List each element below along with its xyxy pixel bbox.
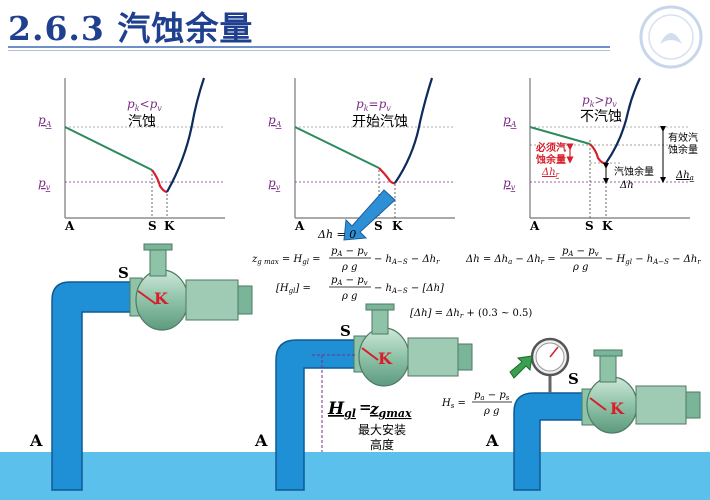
svg-text:ρ g: ρ g — [341, 262, 357, 273]
formulas: Δh = 0 zg max = Hgl = pA − pv ρ g − hA−S… — [251, 228, 701, 417]
formula-zgmax: zg max = Hgl = — [251, 254, 321, 266]
svg-text:蚀余量: 蚀余量 — [668, 143, 698, 156]
pointer-arrow-icon — [343, 189, 396, 241]
suction-pipe — [51, 281, 133, 491]
svg-text:A: A — [254, 431, 268, 450]
svg-text:有效汽: 有效汽 — [668, 131, 698, 144]
svg-text:A: A — [294, 219, 305, 233]
svg-text:=: = — [359, 398, 372, 416]
x-label-A: A — [64, 219, 75, 233]
hgl-label: Hgl — [327, 399, 356, 420]
page-title: 2.6.3 汽蚀余量 — [8, 9, 254, 48]
svg-text:pA: pA — [503, 113, 517, 129]
svg-text:pk=pv: pk=pv — [356, 97, 391, 113]
title-divider — [8, 46, 610, 48]
svg-text:必须汽: 必须汽 — [535, 141, 566, 154]
svg-text:S: S — [585, 219, 594, 233]
svg-text:Δha: Δha — [675, 170, 694, 182]
svg-text:pv: pv — [503, 176, 516, 192]
gauge-pointer-arrow-icon — [509, 355, 533, 379]
water-tank — [0, 452, 710, 500]
svg-text:K: K — [610, 399, 625, 418]
svg-text:A: A — [29, 431, 43, 450]
pA-label: pA — [38, 113, 52, 129]
svg-text:pa − ps: pa − ps — [474, 390, 510, 402]
svg-text:蚀余量: 蚀余量 — [535, 153, 566, 166]
svg-text:K: K — [378, 349, 393, 368]
svg-text:高度: 高度 — [370, 437, 394, 452]
svg-text:最大安装: 最大安装 — [358, 422, 406, 437]
svg-text:− Hgl − hA−S − Δhr: − Hgl − hA−S − Δhr — [605, 254, 701, 266]
svg-text:S: S — [118, 264, 129, 282]
scene-pump-3: S K A — [485, 337, 701, 491]
svg-text:Δh: Δh — [619, 180, 634, 191]
svg-text:pA − pv: pA − pv — [331, 246, 368, 258]
svg-text:pA: pA — [268, 113, 282, 129]
svg-text:不汽蚀: 不汽蚀 — [580, 109, 622, 125]
x-label-S: S — [148, 219, 157, 233]
svg-text:K: K — [602, 219, 613, 233]
chart-onset: pA pv pk=pv 开始汽蚀 A S K — [268, 77, 455, 241]
svg-text:汽蚀余量: 汽蚀余量 — [614, 165, 654, 178]
svg-text:A: A — [529, 219, 540, 233]
svg-text:ρ g: ρ g — [341, 291, 357, 302]
pressure-curve-navy — [166, 77, 206, 193]
svg-text:ρ g: ρ g — [572, 262, 588, 273]
svg-text:S: S — [340, 322, 351, 340]
title-divider-thin — [8, 50, 610, 51]
svg-text:pA − pv: pA − pv — [562, 246, 599, 258]
formula-dh0: Δh = 0 — [317, 228, 356, 241]
pressure-line-green — [64, 126, 153, 171]
pv-label: pv — [38, 176, 51, 192]
svg-text:K: K — [154, 289, 169, 308]
svg-text:S: S — [374, 219, 383, 233]
scene-pump-1: S K A — [29, 243, 253, 491]
svg-text:pA − pv: pA − pv — [331, 275, 368, 287]
formula-dhallow: [Δh] = Δhr + (0.3 ~ 0.5) — [410, 308, 532, 320]
cavitation-red-curve — [151, 169, 168, 194]
chart-no-cavitation: pA pv pk>pv 不汽蚀 A S K 必须汽 蚀余量 Δhr 汽蚀余量 Δ… — [503, 77, 698, 233]
svg-text:A: A — [485, 431, 499, 450]
svg-text:− hA−S − [Δh]: − hA−S − [Δh] — [374, 283, 444, 295]
svg-text:− hA−S − Δhr: − hA−S − Δhr — [374, 254, 440, 266]
formula-hg: [Hgl] = — [276, 283, 311, 295]
svg-text:K: K — [392, 219, 403, 233]
formula-hs: Hs = — [441, 398, 466, 410]
svg-text:ρ g: ρ g — [483, 406, 499, 417]
university-logo — [639, 5, 703, 69]
svg-text:S: S — [568, 370, 579, 388]
svg-text:Δhr: Δhr — [541, 167, 560, 179]
svg-text:pv: pv — [268, 176, 281, 192]
pump-motor — [185, 279, 239, 321]
chart-cavitation: pA pv pk<pv 汽蚀 A S K — [38, 77, 225, 233]
x-label-K: K — [164, 219, 175, 233]
state-label: 汽蚀 — [128, 114, 156, 130]
svg-text:开始汽蚀: 开始汽蚀 — [352, 114, 408, 130]
svg-text:pk>pv: pk>pv — [582, 93, 617, 109]
zgmax-label: zgmax — [369, 400, 412, 420]
cond-label: pk<pv — [127, 97, 162, 113]
formula-dh: Δh = Δha − Δhr = — [465, 254, 556, 266]
